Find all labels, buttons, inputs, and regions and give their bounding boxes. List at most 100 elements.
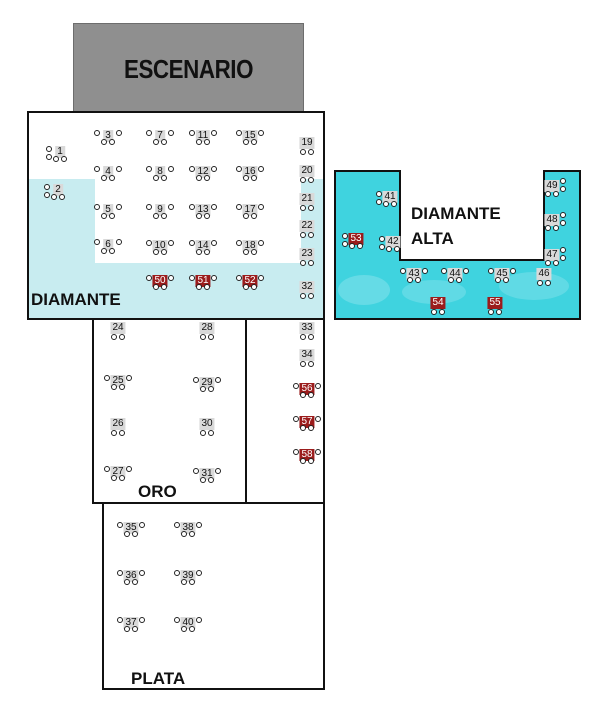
seat [510,268,516,274]
seat [211,130,217,136]
seat [258,204,264,210]
seat [189,166,195,172]
seat [111,430,117,436]
seat [116,166,122,172]
seat [553,191,559,197]
table-number: 8 [155,166,165,178]
seat [394,246,400,252]
seat [193,468,199,474]
seat [243,175,249,181]
seat [189,204,195,210]
seat [146,166,152,172]
table-number: 4 [103,166,113,178]
seat [109,248,115,254]
seat [258,275,264,281]
seat [153,139,159,145]
seat [124,531,130,537]
seat [204,284,210,290]
seat [441,268,447,274]
seat [116,130,122,136]
seat [111,475,117,481]
seat [300,392,306,398]
seat [488,309,494,315]
seat [196,139,202,145]
seat [117,522,123,528]
seat [109,213,115,219]
seat [196,249,202,255]
stage: ESCENARIO [73,23,304,113]
seat [139,522,145,528]
seat [503,277,509,283]
zone-label-diamante-alta-line1: DIAMANTE [411,204,501,223]
table-number: 1 [55,146,65,158]
seat [300,361,306,367]
seat [243,284,249,290]
table-number: 42 [385,236,401,248]
seat [431,309,437,315]
seat [196,284,202,290]
seat [545,225,551,231]
seat [200,334,206,340]
seat [300,458,306,464]
seat [357,243,363,249]
seat [251,175,257,181]
table-number: 41 [382,191,398,203]
seat [560,212,566,218]
seat [139,617,145,623]
seat [124,579,130,585]
seat [308,458,314,464]
table-number: 28 [199,322,215,334]
table-number: 22 [299,220,315,232]
seat [132,626,138,632]
seat [61,156,67,162]
seat [211,275,217,281]
zone-label-diamante-alta-line2: ALTA [411,229,454,248]
seat [44,192,50,198]
seat [251,284,257,290]
seat [119,475,125,481]
table-number: 6 [103,239,113,251]
table-number: 30 [199,418,215,430]
seat [174,522,180,528]
zone-plata [102,502,325,690]
seat [181,579,187,585]
seat [116,239,122,245]
seat [379,244,385,250]
seat [415,277,421,283]
seat [342,241,348,247]
seat [117,617,123,623]
table-number: 34 [299,349,315,361]
table-number: 5 [103,204,113,216]
seat [308,425,314,431]
seat [383,201,389,207]
seat [94,130,100,136]
seat [104,375,110,381]
seat [168,166,174,172]
seat [379,236,385,242]
table-number: 26 [110,418,126,430]
seat [109,139,115,145]
seat [463,268,469,274]
table-number: 46 [536,268,552,280]
zone-label-oro: ORO [138,482,177,501]
seat [104,466,110,472]
zone-diamante [27,111,325,320]
seat [196,617,202,623]
table-number: 21 [299,193,315,205]
seat [189,579,195,585]
seat [146,204,152,210]
seat [46,146,52,152]
table-number: 55 [487,297,503,309]
seat [161,249,167,255]
seat [208,334,214,340]
seat [488,268,494,274]
seat [53,156,59,162]
seat [161,213,167,219]
seat [243,213,249,219]
seat [101,139,107,145]
zone-oro-side [245,318,325,504]
seat [146,130,152,136]
seat [300,334,306,340]
seat [208,430,214,436]
seat [119,430,125,436]
